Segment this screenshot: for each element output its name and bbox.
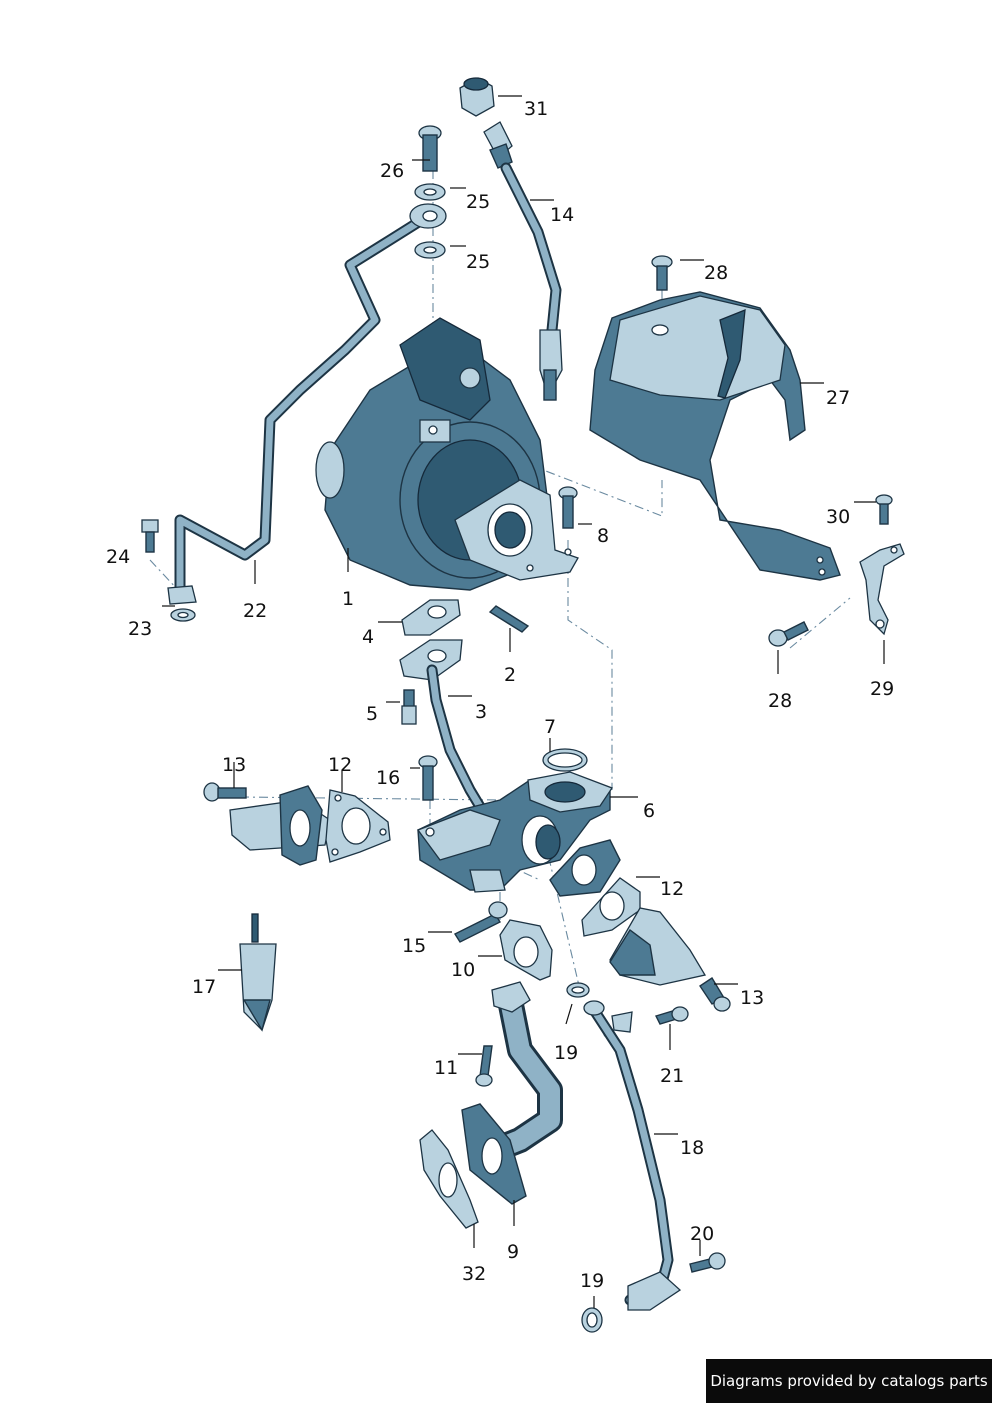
callout-14: 14 [550, 204, 574, 226]
bolt-right-13 [699, 977, 731, 1012]
gasket-right-12 [581, 877, 641, 937]
callout-28-lower: 28 [768, 690, 792, 712]
callout-29: 29 [870, 678, 894, 700]
credit-banner: Diagrams provided by catalogs parts [706, 1359, 992, 1403]
bolt-bracket [875, 494, 893, 525]
egr-pipe [461, 981, 563, 1205]
sealing-washer-upper [414, 183, 446, 201]
heat-shield [589, 291, 841, 581]
coolant-pipe [583, 1000, 682, 1311]
callout-15: 15 [402, 935, 426, 957]
callout-12-left: 12 [328, 754, 352, 776]
turbocharger [315, 317, 579, 591]
callout-25-upper: 25 [466, 191, 490, 213]
callout-19-lower: 19 [580, 1270, 604, 1292]
bolt-turbo-flange [558, 486, 578, 529]
callout-25-lower: 25 [466, 251, 490, 273]
stud [488, 605, 530, 633]
gasket-oil-return [401, 599, 461, 636]
callout-19-upper: 19 [554, 1042, 578, 1064]
callout-24: 24 [106, 546, 130, 568]
bolt-left-13 [203, 782, 247, 802]
gasket-left-12 [325, 789, 391, 863]
pipe-connector-right [609, 907, 707, 986]
exhaust-flange-housing [416, 771, 613, 893]
callout-5: 5 [366, 703, 378, 725]
callout-7: 7 [544, 716, 556, 738]
callout-31: 31 [524, 98, 548, 120]
protective-sleeve [239, 913, 277, 1032]
callout-28-upper: 28 [704, 262, 728, 284]
sensor-cap [459, 77, 495, 117]
bolt-heat-shield-lower [768, 621, 809, 647]
callout-18: 18 [680, 1137, 704, 1159]
callout-30: 30 [826, 506, 850, 528]
callout-21: 21 [660, 1065, 684, 1087]
callout-22: 22 [243, 600, 267, 622]
seal-ring-19-lower [581, 1307, 603, 1333]
callout-leader-lines [162, 95, 885, 1308]
oil-supply-line [167, 203, 447, 605]
callout-16: 16 [376, 767, 400, 789]
callout-6: 6 [643, 800, 655, 822]
bolt-20 [689, 1252, 726, 1273]
callout-12-right: 12 [660, 878, 684, 900]
callout-23: 23 [128, 618, 152, 640]
bolt-flange-16 [418, 755, 438, 801]
temperature-sensor [483, 121, 563, 401]
callout-3: 3 [475, 701, 487, 723]
hex-bolt-oil-line [141, 519, 159, 553]
bolt-15 [453, 901, 508, 943]
callout-26: 26 [380, 160, 404, 182]
callout-9: 9 [507, 1241, 519, 1263]
callout-labels: 31 26 25 14 25 28 27 30 8 24 1 22 23 4 2… [106, 98, 894, 1292]
pipe-connector-left [229, 785, 331, 866]
seal-ring-19-upper [566, 982, 590, 998]
bolt-heat-shield-upper [651, 255, 673, 291]
banjo-bolt [418, 125, 442, 172]
callout-20: 20 [690, 1223, 714, 1245]
bolt-21 [655, 1006, 689, 1025]
o-ring-flange [542, 748, 588, 772]
callout-11: 11 [434, 1057, 458, 1079]
callout-10: 10 [451, 959, 475, 981]
callout-8: 8 [597, 525, 609, 547]
bolt-oil-return [401, 689, 417, 725]
callout-4: 4 [362, 626, 374, 648]
gasket-10 [499, 919, 553, 981]
callout-1: 1 [342, 588, 354, 610]
sealing-washer-lower [414, 241, 446, 259]
callout-17: 17 [192, 976, 216, 998]
heat-shield-bracket [859, 543, 905, 636]
flange-outlet-right [549, 839, 621, 897]
callout-13-right: 13 [740, 987, 764, 1009]
oil-return-line [399, 639, 494, 826]
gasket-32 [419, 1129, 479, 1229]
bolt-11 [475, 1045, 493, 1087]
callout-2: 2 [504, 664, 516, 686]
sealing-ring-oil-line [170, 608, 196, 622]
callout-32: 32 [462, 1263, 486, 1285]
callout-13-left: 13 [222, 754, 246, 776]
callout-27: 27 [826, 387, 850, 409]
